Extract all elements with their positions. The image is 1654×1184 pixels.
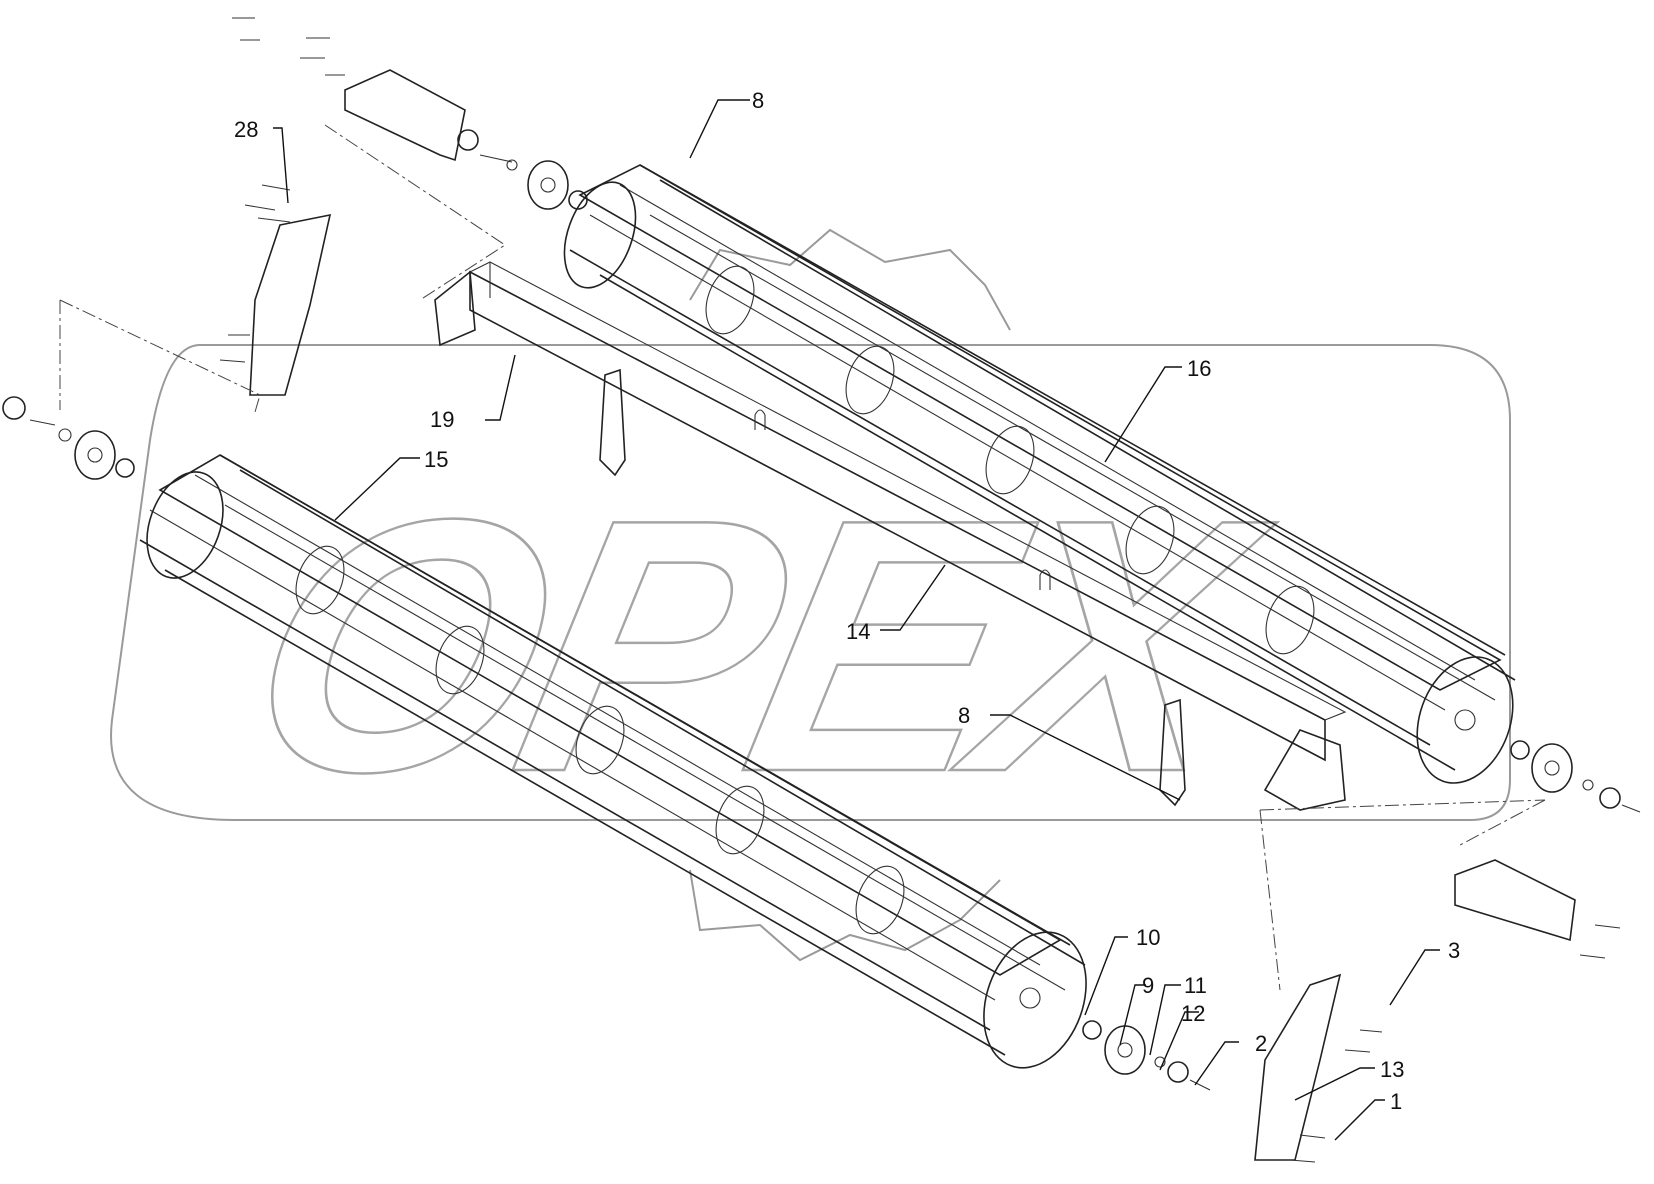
callout-16: 15 xyxy=(424,447,448,472)
watermark: OPEX xyxy=(110,228,1511,962)
upper-roller xyxy=(563,164,1516,784)
callout-3: 3 xyxy=(1448,938,1460,963)
watermark-text: OPEX xyxy=(220,445,1295,847)
callout-28: 28 xyxy=(234,117,258,142)
callout-9: 9 xyxy=(1142,973,1154,998)
callout-4: 8 xyxy=(752,88,764,113)
lower-roller xyxy=(139,454,1087,1069)
callout-12: 12 xyxy=(1181,1001,1205,1026)
frame-beam xyxy=(434,261,1347,811)
callout-13: 13 xyxy=(1380,1057,1404,1082)
callout-8: 8 xyxy=(958,703,970,728)
callout-11: 11 xyxy=(1184,973,1207,998)
lower-right-bearing-assembly xyxy=(1082,973,1383,1163)
leader-lines xyxy=(273,99,1440,1141)
callout-2: 2 xyxy=(1255,1031,1267,1056)
callout-15: 16 xyxy=(1187,356,1211,381)
callout-1: 1 xyxy=(1390,1089,1402,1114)
callout-10: 10 xyxy=(1136,925,1160,950)
upper-left-bracket-assembly xyxy=(59,17,588,413)
right-bearing-assembly xyxy=(1259,740,1641,991)
left-bearing-assembly xyxy=(2,396,135,480)
callout-19: 19 xyxy=(430,407,454,432)
callout-14: 14 xyxy=(846,619,870,644)
